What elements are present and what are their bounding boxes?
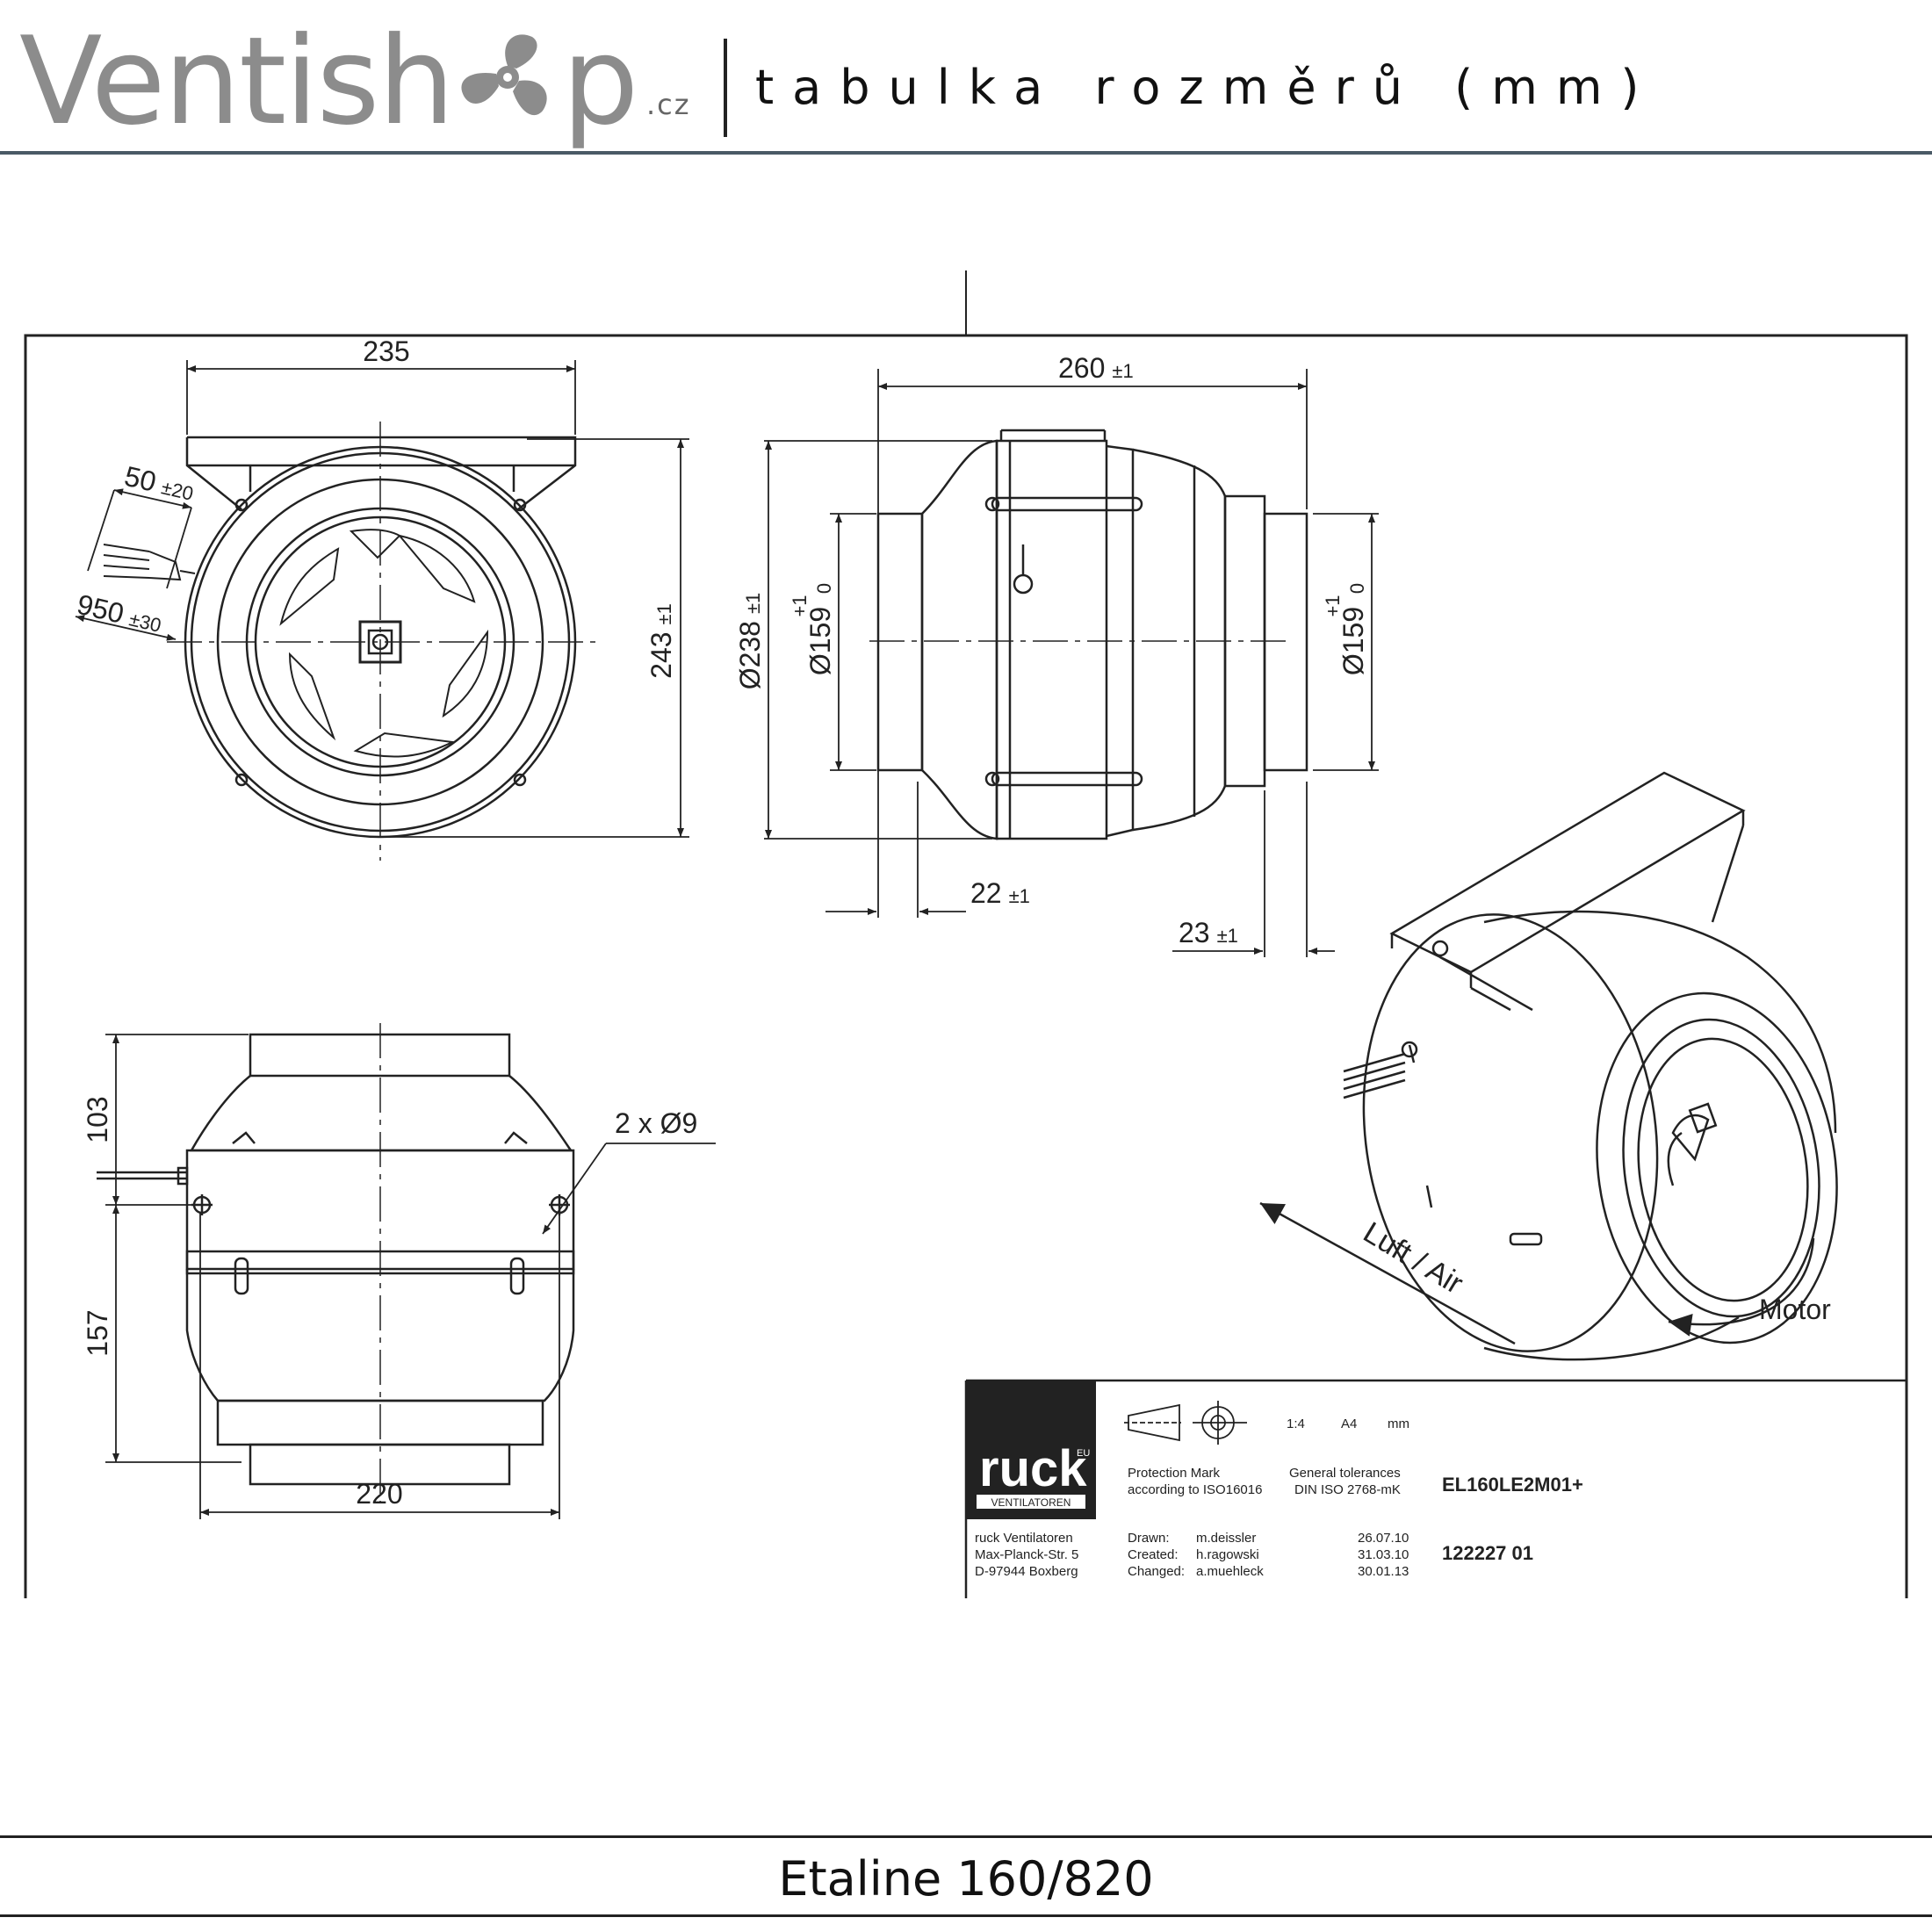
dim-outlet-spigot: 23 ±1 — [1179, 917, 1238, 948]
dim-cable-long: 950±30 — [74, 588, 165, 638]
dim-front-width: 235 — [363, 335, 409, 367]
dim-inlet-diameter: Ø159 — [804, 607, 836, 675]
tb-drawn-date: 26.07.10 — [1358, 1531, 1409, 1546]
dim-outlet-spigot-value: 23 — [1179, 917, 1210, 948]
tb-tolerances-2: DIN ISO 2768-mK — [1294, 1482, 1401, 1497]
dim-cable-short-tol: ±20 — [159, 476, 195, 505]
tb-changed-name: a.muehleck — [1196, 1564, 1264, 1579]
tb-address-2: Max-Planck-Str. 5 — [975, 1547, 1078, 1562]
dim-height-tol: ±1 — [653, 603, 675, 624]
side-view — [876, 429, 1308, 840]
dim-inlet-spigot-value: 22 — [970, 877, 1002, 909]
ventishop-logo[interactable]: Ventish p — [19, 11, 639, 152]
page-title: tabulka rozměrů (mm) — [755, 60, 1658, 115]
logo-text-suffix: p — [561, 11, 639, 152]
tb-address-1: ruck Ventilatoren — [975, 1531, 1073, 1546]
technical-drawing: 235 50±20 950±30 243±1 — [0, 255, 1932, 1598]
motor-label: Motor — [1759, 1294, 1831, 1325]
tb-part-number: 122227 01 — [1442, 1542, 1533, 1564]
dim-length-tol: ±1 — [1112, 360, 1133, 382]
fan-logo-icon — [461, 34, 547, 116]
footer-rule-top — [0, 1835, 1932, 1838]
dim-inlet-tol-plus: +1 — [789, 595, 811, 616]
side-view-dimensions — [764, 369, 1379, 957]
tb-model: EL160LE2M01+ — [1442, 1474, 1583, 1496]
dim-body-diameter-tol: ±1 — [742, 593, 764, 614]
dim-inlet-spigot: 22 ±1 — [970, 877, 1030, 909]
top-view — [97, 1033, 575, 1486]
tb-changed-label: Changed: — [1128, 1564, 1185, 1579]
tb-created-name: h.ragowski — [1196, 1547, 1259, 1562]
dim-height: 243±1 — [645, 603, 677, 679]
header-divider — [724, 39, 727, 137]
tb-created-date: 31.03.10 — [1358, 1547, 1409, 1562]
isometric-view — [1343, 771, 1838, 1361]
dim-side-lower: 157 — [82, 1309, 113, 1356]
dim-side-upper: 103 — [82, 1096, 113, 1143]
footer-rule-bottom — [0, 1914, 1932, 1917]
dim-outlet-diameter: Ø159 — [1337, 607, 1369, 675]
dim-outlet-spigot-tol: ±1 — [1217, 925, 1238, 947]
title-block: ruck EU VENTILATOREN 1:4 A4 mm Protectio… — [964, 1379, 1907, 1598]
tb-scale: 1:4 — [1287, 1417, 1305, 1431]
header-rule — [0, 151, 1932, 155]
front-view-dimensions — [75, 360, 689, 838]
tb-drawn-label: Drawn: — [1128, 1531, 1170, 1546]
dim-cable-long-tol: ±30 — [127, 608, 163, 637]
dim-outlet-tol-zero: 0 — [1346, 583, 1368, 594]
tb-paper: A4 — [1341, 1417, 1357, 1431]
ruck-brand: ruck — [979, 1440, 1087, 1497]
projection-symbol — [1124, 1401, 1247, 1445]
dim-inlet-tol-zero: 0 — [813, 583, 835, 594]
tb-changed-date: 30.01.13 — [1358, 1564, 1409, 1579]
motor-rotation-arrow — [1668, 1237, 1815, 1337]
ruck-brand-sup: EU — [1077, 1448, 1090, 1459]
tb-protection-1: Protection Mark — [1128, 1466, 1221, 1481]
product-name: Etaline 160/820 — [778, 1851, 1154, 1907]
tb-tolerances-1: General tolerances — [1289, 1466, 1401, 1481]
ruck-sub-bar — [977, 1495, 1085, 1509]
dim-length: 260 ±1 — [1058, 352, 1134, 384]
ruck-brand-sub: VENTILATOREN — [991, 1496, 1071, 1509]
logo-text-prefix: Ventish — [19, 11, 455, 152]
tb-drawn-name: m.deissler — [1196, 1531, 1256, 1546]
tb-address-3: D-97944 Boxberg — [975, 1564, 1078, 1579]
dim-base-width: 220 — [356, 1478, 402, 1510]
front-view-centerlines — [167, 422, 597, 861]
dim-height-value: 243 — [645, 631, 677, 678]
air-flow-arrow — [1259, 1201, 1516, 1345]
page-header: Ventish p .cz tabulka rozměrů (mm) — [0, 0, 1932, 155]
dim-cable-short-value: 50 — [121, 460, 159, 498]
drawing-canvas: 235 50±20 950±30 243±1 — [24, 270, 1908, 1598]
logo-domain: .cz — [646, 88, 691, 121]
dim-cable-long-value: 950 — [74, 588, 126, 630]
dim-length-value: 260 — [1058, 352, 1105, 384]
tb-created-label: Created: — [1128, 1547, 1179, 1562]
dim-body-diameter-value: Ø238 — [734, 621, 766, 689]
tb-unit: mm — [1388, 1417, 1409, 1431]
top-view-dimensions — [105, 1034, 716, 1519]
dim-holes: 2 x Ø9 — [615, 1107, 697, 1139]
dim-body-diameter: Ø238 ±1 — [734, 593, 766, 690]
dim-outlet-tol-plus: +1 — [1322, 595, 1344, 616]
tb-protection-2: according to ISO16016 — [1128, 1482, 1262, 1497]
dim-inlet-spigot-tol: ±1 — [1009, 885, 1030, 907]
